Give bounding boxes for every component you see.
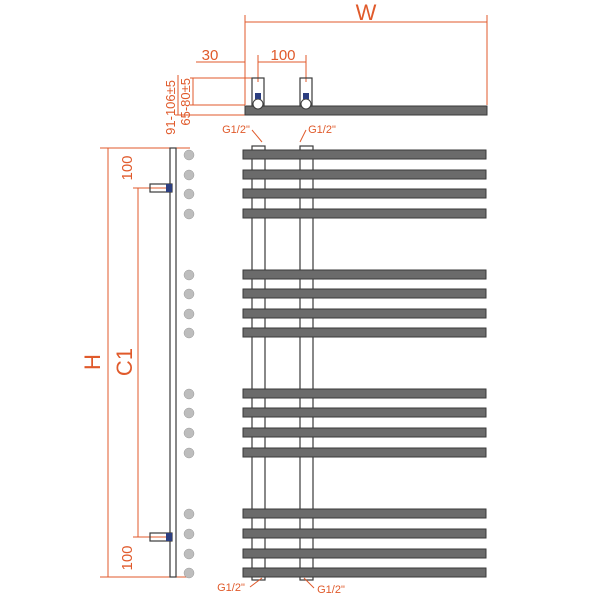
- connection-bottom-left-leader: [249, 577, 263, 588]
- front-bar: [242, 528, 487, 539]
- side-collector: [169, 147, 177, 578]
- depth-91-106-label: 91-106±5: [163, 80, 178, 135]
- front-bar: [242, 188, 487, 199]
- side-connection-top-nut: [166, 184, 172, 192]
- front-view: G1/2" G1/2": [217, 145, 487, 596]
- height-label: H: [80, 354, 105, 370]
- front-bar: [242, 149, 487, 160]
- side-view: H C1 100 100: [80, 147, 195, 579]
- side-connection-bottom-nut: [166, 533, 172, 541]
- side-bar-profile: [183, 327, 195, 339]
- side-bar-profile: [183, 528, 195, 540]
- width-label: W: [356, 0, 377, 25]
- top-valve-right-knob: [300, 98, 312, 110]
- front-bar: [242, 567, 487, 578]
- front-bar: [242, 208, 487, 219]
- front-bar: [242, 269, 487, 280]
- front-bar: [242, 508, 487, 519]
- side-bar-profiles: [183, 149, 195, 579]
- connection-top-right-leader: [299, 129, 307, 143]
- top-valve-left-knob: [252, 98, 264, 110]
- side-bar-profile: [183, 508, 195, 520]
- top-valve-left-nut: [255, 93, 261, 99]
- top-valve-right-nut: [303, 93, 309, 99]
- side-bar-profile: [183, 427, 195, 439]
- front-bar: [242, 288, 487, 299]
- side-bar-profile: [183, 447, 195, 459]
- depth-65-80-label: 65-80±5: [178, 78, 193, 126]
- side-bottom-100-label: 100: [119, 545, 136, 570]
- side-bar-profile: [183, 269, 195, 281]
- top-view: W 100 30 91-106±5 65-80±5 G1/2" G1/2": [163, 0, 488, 143]
- connection-bottom-right-label: G1/2": [317, 584, 345, 596]
- connection-top-left-leader: [251, 129, 263, 143]
- front-bar: [242, 327, 487, 338]
- connection-top-right-label: G1/2": [308, 124, 336, 136]
- side-bar-profile: [183, 308, 195, 320]
- pipe-spacing-label: 100: [270, 47, 295, 64]
- offset-30-label: 30: [202, 47, 219, 64]
- front-bar: [242, 388, 487, 399]
- front-bar: [242, 548, 487, 559]
- connection-top-left-label: G1/2": [222, 124, 250, 136]
- connection-bottom-right-leader: [303, 577, 315, 589]
- side-bar-profile: [183, 567, 195, 579]
- top-view-bar: [244, 105, 488, 116]
- center-label: C1: [112, 348, 137, 376]
- side-bar-profile: [183, 288, 195, 300]
- front-bar: [242, 308, 487, 319]
- connection-bottom-left-label: G1/2": [217, 582, 245, 594]
- side-bar-profile: [183, 149, 195, 161]
- front-bar: [242, 169, 487, 180]
- side-bar-profile: [183, 188, 195, 200]
- side-bar-profile: [183, 548, 195, 560]
- front-bar: [242, 427, 487, 438]
- side-top-100-label: 100: [119, 155, 136, 180]
- front-bar: [242, 407, 487, 418]
- side-bar-profile: [183, 407, 195, 419]
- side-bar-profile: [183, 388, 195, 400]
- side-bar-profile: [183, 169, 195, 181]
- front-bars: [242, 149, 487, 578]
- side-bar-profile: [183, 208, 195, 220]
- front-bar: [242, 447, 487, 458]
